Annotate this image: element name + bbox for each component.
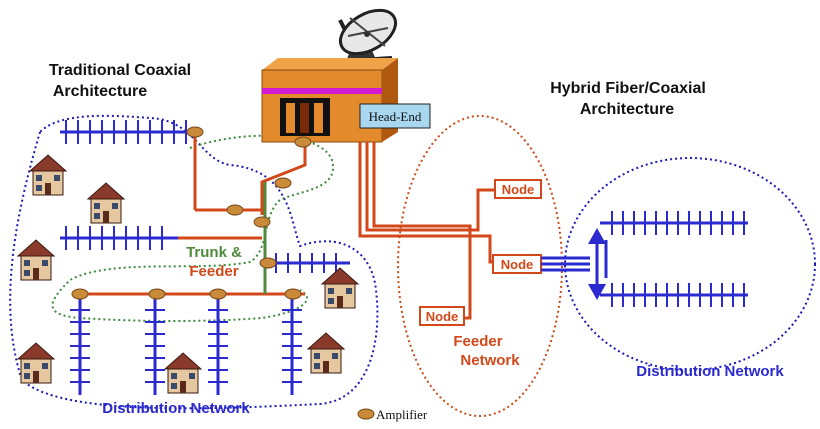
distribution-network-right: Distribution Network [636,363,784,380]
head-end-label: Head-End [369,109,422,124]
node-bottom: Node [419,306,465,326]
amplifier [259,257,277,269]
amplifier [226,204,244,216]
traditional-taps [65,120,337,383]
head-end-building [261,58,431,143]
feeder-network-label-line2: Network [460,352,520,369]
amplifier [274,177,292,189]
trunk-feeder-region-outline [51,134,335,322]
hfc-coax-link [541,240,599,290]
node-mid-label: Node [501,257,534,272]
amplifiers [71,126,312,300]
satellite-dish-icon [338,8,397,64]
house-icon [320,267,360,309]
traditional-title-line1: Traditional Coaxial [49,62,191,79]
amplifier-legend-label: Amplifier [376,407,428,422]
traditional-title-line2: Architecture [53,83,147,100]
fiber-bundle [358,142,540,320]
house-icon [306,332,346,374]
hfc-taps [611,211,745,307]
hfc-distribution-region-outline [564,157,816,371]
node-mid: Node [492,254,542,274]
house-icon [16,342,56,384]
trunk-label: Trunk & [186,244,242,261]
amplifier-legend-icon [357,408,375,420]
arrow-up-icon [588,228,606,244]
amplifier [284,288,302,300]
amplifier [148,288,166,300]
hfc-title-line1: Hybrid Fiber/Coaxial [550,80,706,97]
node-top: Node [494,179,542,199]
houses [16,154,360,394]
house-icon [163,352,203,394]
arrow-down-icon [588,284,606,300]
node-bottom-label: Node [426,309,459,324]
house-icon [16,239,56,281]
feeder-network-region-outline [397,115,563,417]
distribution-network-left: Distribution Network [102,400,250,417]
house-icon [28,154,68,196]
feeder-label: Feeder [189,263,238,280]
hfc-distribution-lines [600,221,748,297]
house-icon [86,182,126,224]
amplifier [71,288,89,300]
hfc-title-line2: Architecture [580,101,674,118]
feeder-network-label-line1: Feeder [453,333,502,350]
node-top-label: Node [502,182,535,197]
amplifier [294,136,312,148]
amplifier [209,288,227,300]
amplifier [253,216,271,228]
amplifier [186,126,204,138]
